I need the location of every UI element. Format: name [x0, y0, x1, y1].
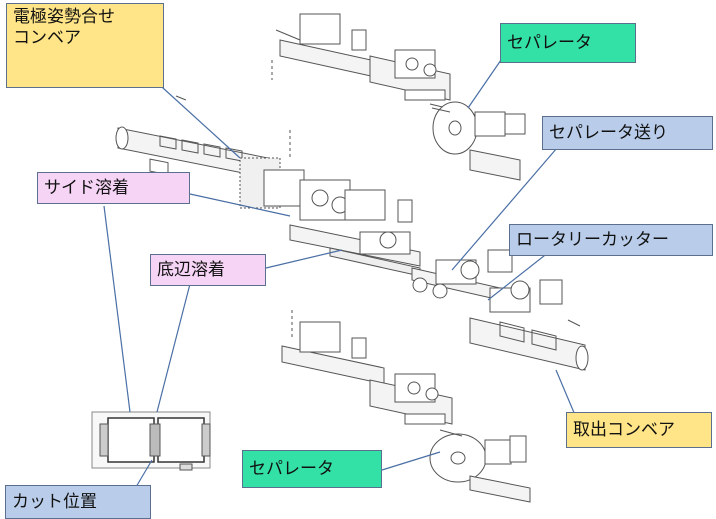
center-welding-assembly-drawing: [239, 130, 421, 277]
label-separator-bottom: セパレータ: [242, 450, 382, 488]
label-takeout-conveyor: 取出コンベア: [566, 412, 712, 448]
label-separator-feed: セパレータ送り: [542, 116, 713, 150]
bottom-separator-unit-drawing: [281, 310, 531, 503]
label-electrode-conveyor: 電極姿勢合せ コンベア: [6, 3, 164, 88]
rotary-cutter-drawing: [489, 279, 563, 313]
label-bottom-weld: 底辺溶着: [150, 254, 266, 286]
top-separator-unit-drawing: [271, 13, 526, 181]
label-separator-top: セパレータ: [500, 23, 636, 63]
leader-lines: [103, 59, 576, 488]
label-side-weld: サイド溶着: [37, 172, 190, 204]
takeout-conveyor-drawing: [469, 317, 589, 371]
electrode-conveyor-drawing: [115, 95, 269, 179]
label-rotary-cutter: ロータリーカッター: [509, 224, 713, 256]
label-cut-position: カット位置: [5, 485, 151, 519]
cut-position-inset-drawing: [91, 411, 211, 471]
